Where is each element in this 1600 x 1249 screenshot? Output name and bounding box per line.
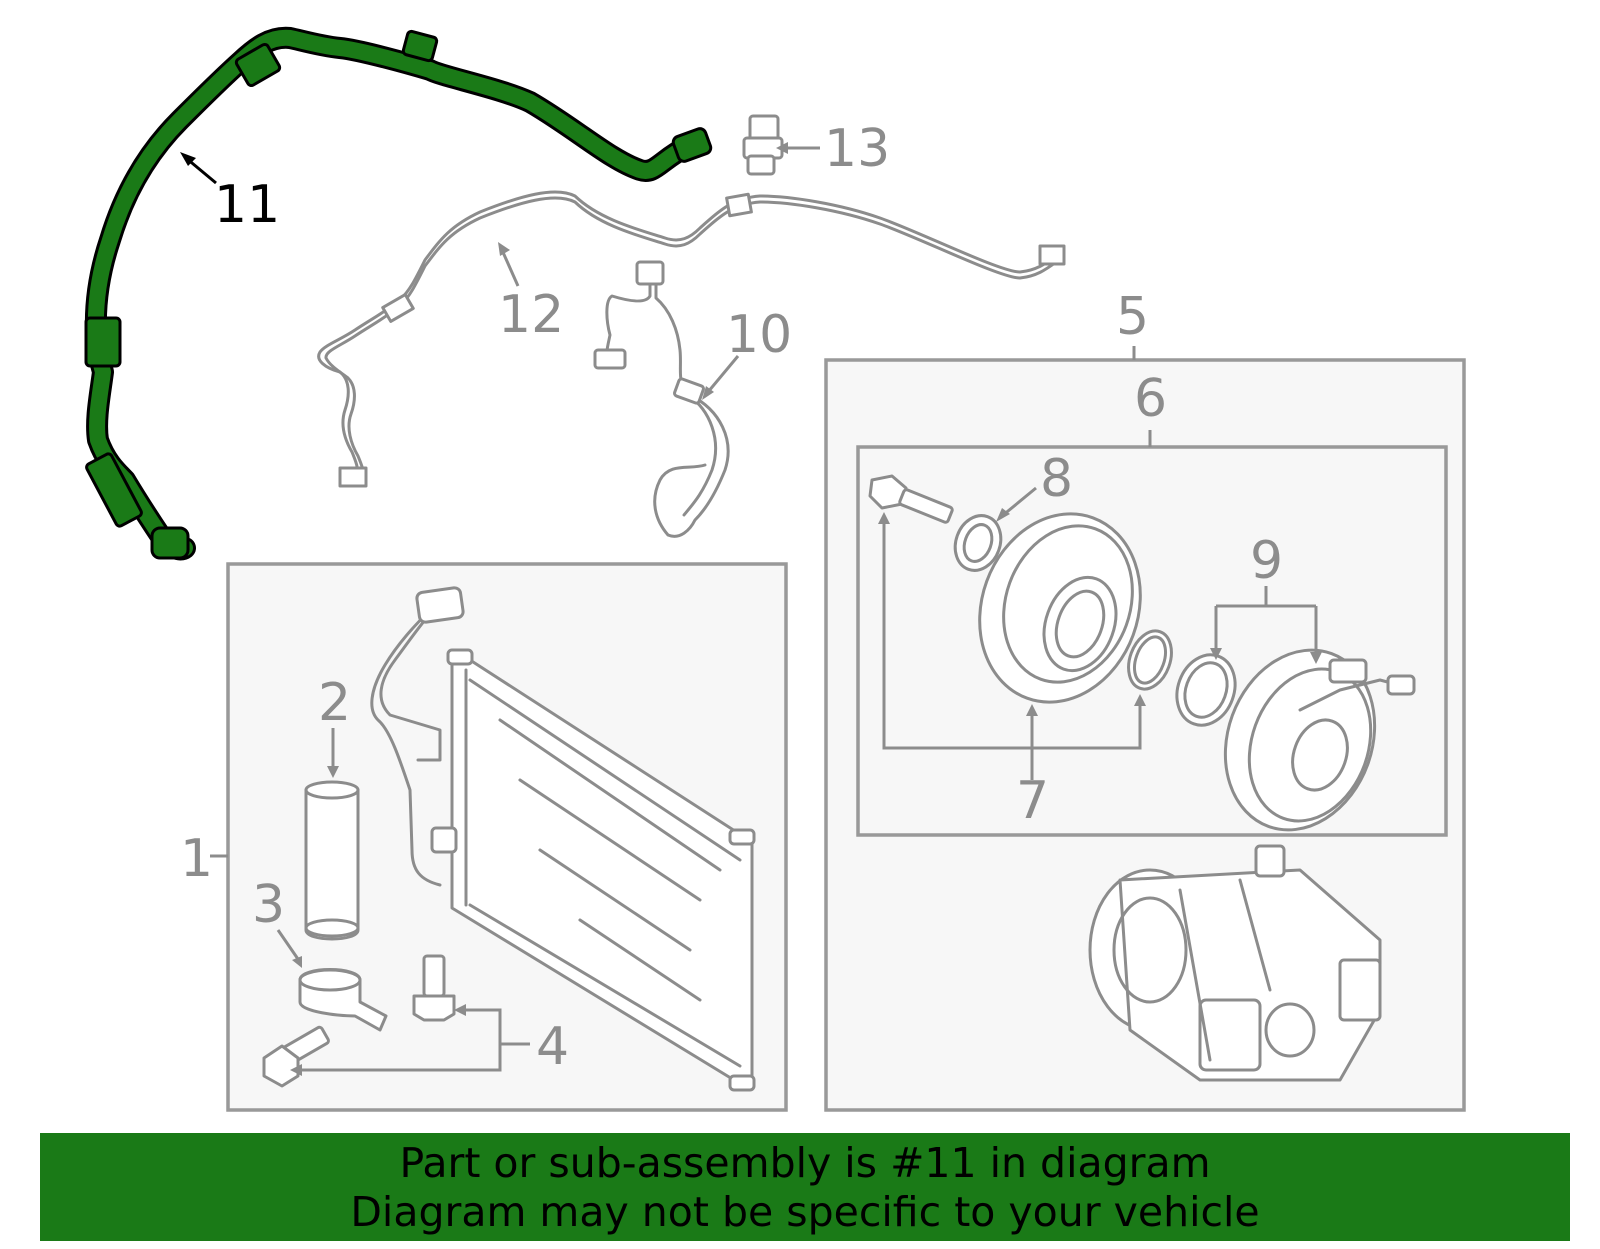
- part-12-tube: [317, 190, 1066, 488]
- callout-2: 2: [318, 673, 351, 733]
- part-2-drier: [304, 780, 360, 941]
- banner-disclaimer-line: Diagram may not be specific to your vehi…: [350, 1188, 1260, 1236]
- part-10-hose: [593, 260, 730, 538]
- part-7-pulley: [978, 512, 1173, 704]
- leader-lines: [180, 142, 1322, 1076]
- info-banner: Part or sub-assembly is #11 in diagram D…: [40, 1133, 1570, 1241]
- part-3-bracket: [298, 968, 388, 1032]
- callout-9: 9: [1250, 531, 1283, 591]
- callout-6: 6: [1134, 369, 1167, 429]
- callout-12: 12: [498, 285, 564, 345]
- callout-5: 5: [1116, 287, 1149, 347]
- callout-3: 3: [252, 875, 285, 935]
- callout-1: 1: [180, 829, 213, 889]
- part-8-bolt: [868, 474, 1003, 572]
- compressor-body: [1088, 844, 1382, 1082]
- callout-11: 11: [214, 175, 280, 235]
- callout-8: 8: [1040, 449, 1073, 509]
- banner-part-line: Part or sub-assembly is #11 in diagram: [399, 1139, 1211, 1187]
- callout-7: 7: [1016, 771, 1049, 831]
- clutch-coil: [1223, 648, 1416, 832]
- part-11-hose[interactable]: [84, 26, 713, 561]
- callout-13: 13: [824, 119, 890, 179]
- part-4-bolts: [262, 954, 456, 1088]
- part-1-condenser: [370, 586, 756, 1092]
- callout-10: 10: [726, 305, 792, 365]
- callout-4: 4: [536, 1017, 569, 1077]
- part-13-switch: [742, 114, 784, 176]
- part-9-rings: [1175, 653, 1237, 727]
